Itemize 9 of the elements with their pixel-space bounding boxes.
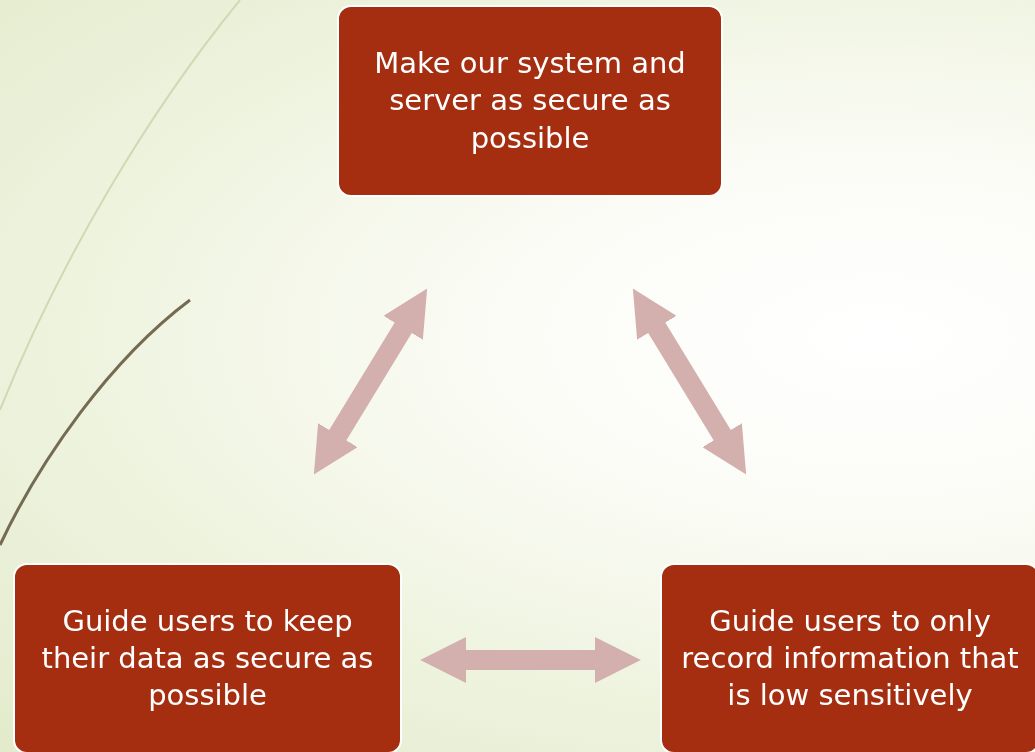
process-box bbox=[13, 563, 402, 752]
double-arrow bbox=[420, 637, 641, 683]
box-text: Guide users to only record information that is low sensitively bbox=[680, 602, 1020, 715]
box-text: Guide users to keep their data as secure as possible bbox=[40, 602, 375, 715]
process-box bbox=[660, 563, 1035, 752]
double-arrow bbox=[632, 288, 747, 475]
double-arrow bbox=[313, 288, 428, 475]
box-text: Make our system and server as secure as possible bbox=[373, 45, 687, 157]
process-box bbox=[337, 5, 723, 197]
